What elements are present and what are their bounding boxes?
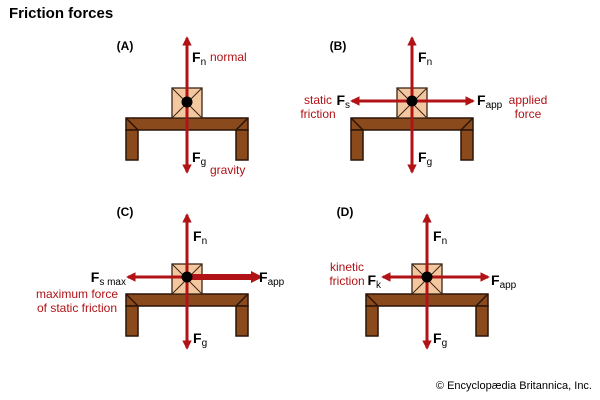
table-leg-left (125, 305, 139, 337)
table-bevel-right (475, 293, 489, 307)
table-bevel-left (350, 117, 364, 131)
gravity-force-label: Fg (433, 330, 447, 349)
normal-force-label: Fn (192, 49, 206, 68)
gravity-annotation: gravity (210, 163, 245, 177)
table-leg-left (125, 129, 139, 161)
center-of-mass-dot (181, 96, 193, 108)
table-bevel-right (235, 117, 249, 131)
table-leg-left (350, 129, 364, 161)
center-of-mass-dot (421, 271, 433, 283)
table-bevel-left (125, 117, 139, 131)
panel-label: (D) (337, 205, 354, 219)
friction-force-label: Fs (336, 92, 350, 111)
panel-label: (B) (330, 39, 347, 53)
applied-force-label: Fapp (259, 269, 285, 288)
table-leg-right (235, 129, 249, 161)
center-of-mass-dot (181, 271, 193, 283)
applied-force-label: Fapp (491, 272, 517, 291)
page-title: Friction forces (9, 5, 114, 22)
friction-force-label: Fk (367, 272, 382, 291)
normal-force-label: Fn (418, 49, 432, 68)
applied-force-label: Fapp (477, 92, 503, 111)
copyright-credit: © Encyclopædia Britannica, Inc. (435, 380, 592, 392)
gravity-force-label: Fg (418, 149, 432, 168)
friction-force-label: Fs max (91, 269, 126, 288)
table-bevel-left (365, 293, 379, 307)
gravity-force-label: Fg (192, 149, 206, 168)
table-bevel-right (235, 293, 249, 307)
table-leg-left (365, 305, 379, 337)
table-leg-right (460, 129, 474, 161)
table-bevel-left (125, 293, 139, 307)
normal-force-label: Fn (433, 228, 447, 247)
panel-label: (A) (117, 39, 134, 53)
table-bevel-right (460, 117, 474, 131)
normal-annotation: normal (210, 50, 247, 64)
gravity-force-label: Fg (193, 330, 207, 349)
applied-force-arrowhead (251, 271, 263, 283)
table-leg-right (235, 305, 249, 337)
table-leg-right (475, 305, 489, 337)
panel-label: (C) (117, 205, 134, 219)
normal-force-label: Fn (193, 228, 207, 247)
center-of-mass-dot (406, 95, 418, 107)
